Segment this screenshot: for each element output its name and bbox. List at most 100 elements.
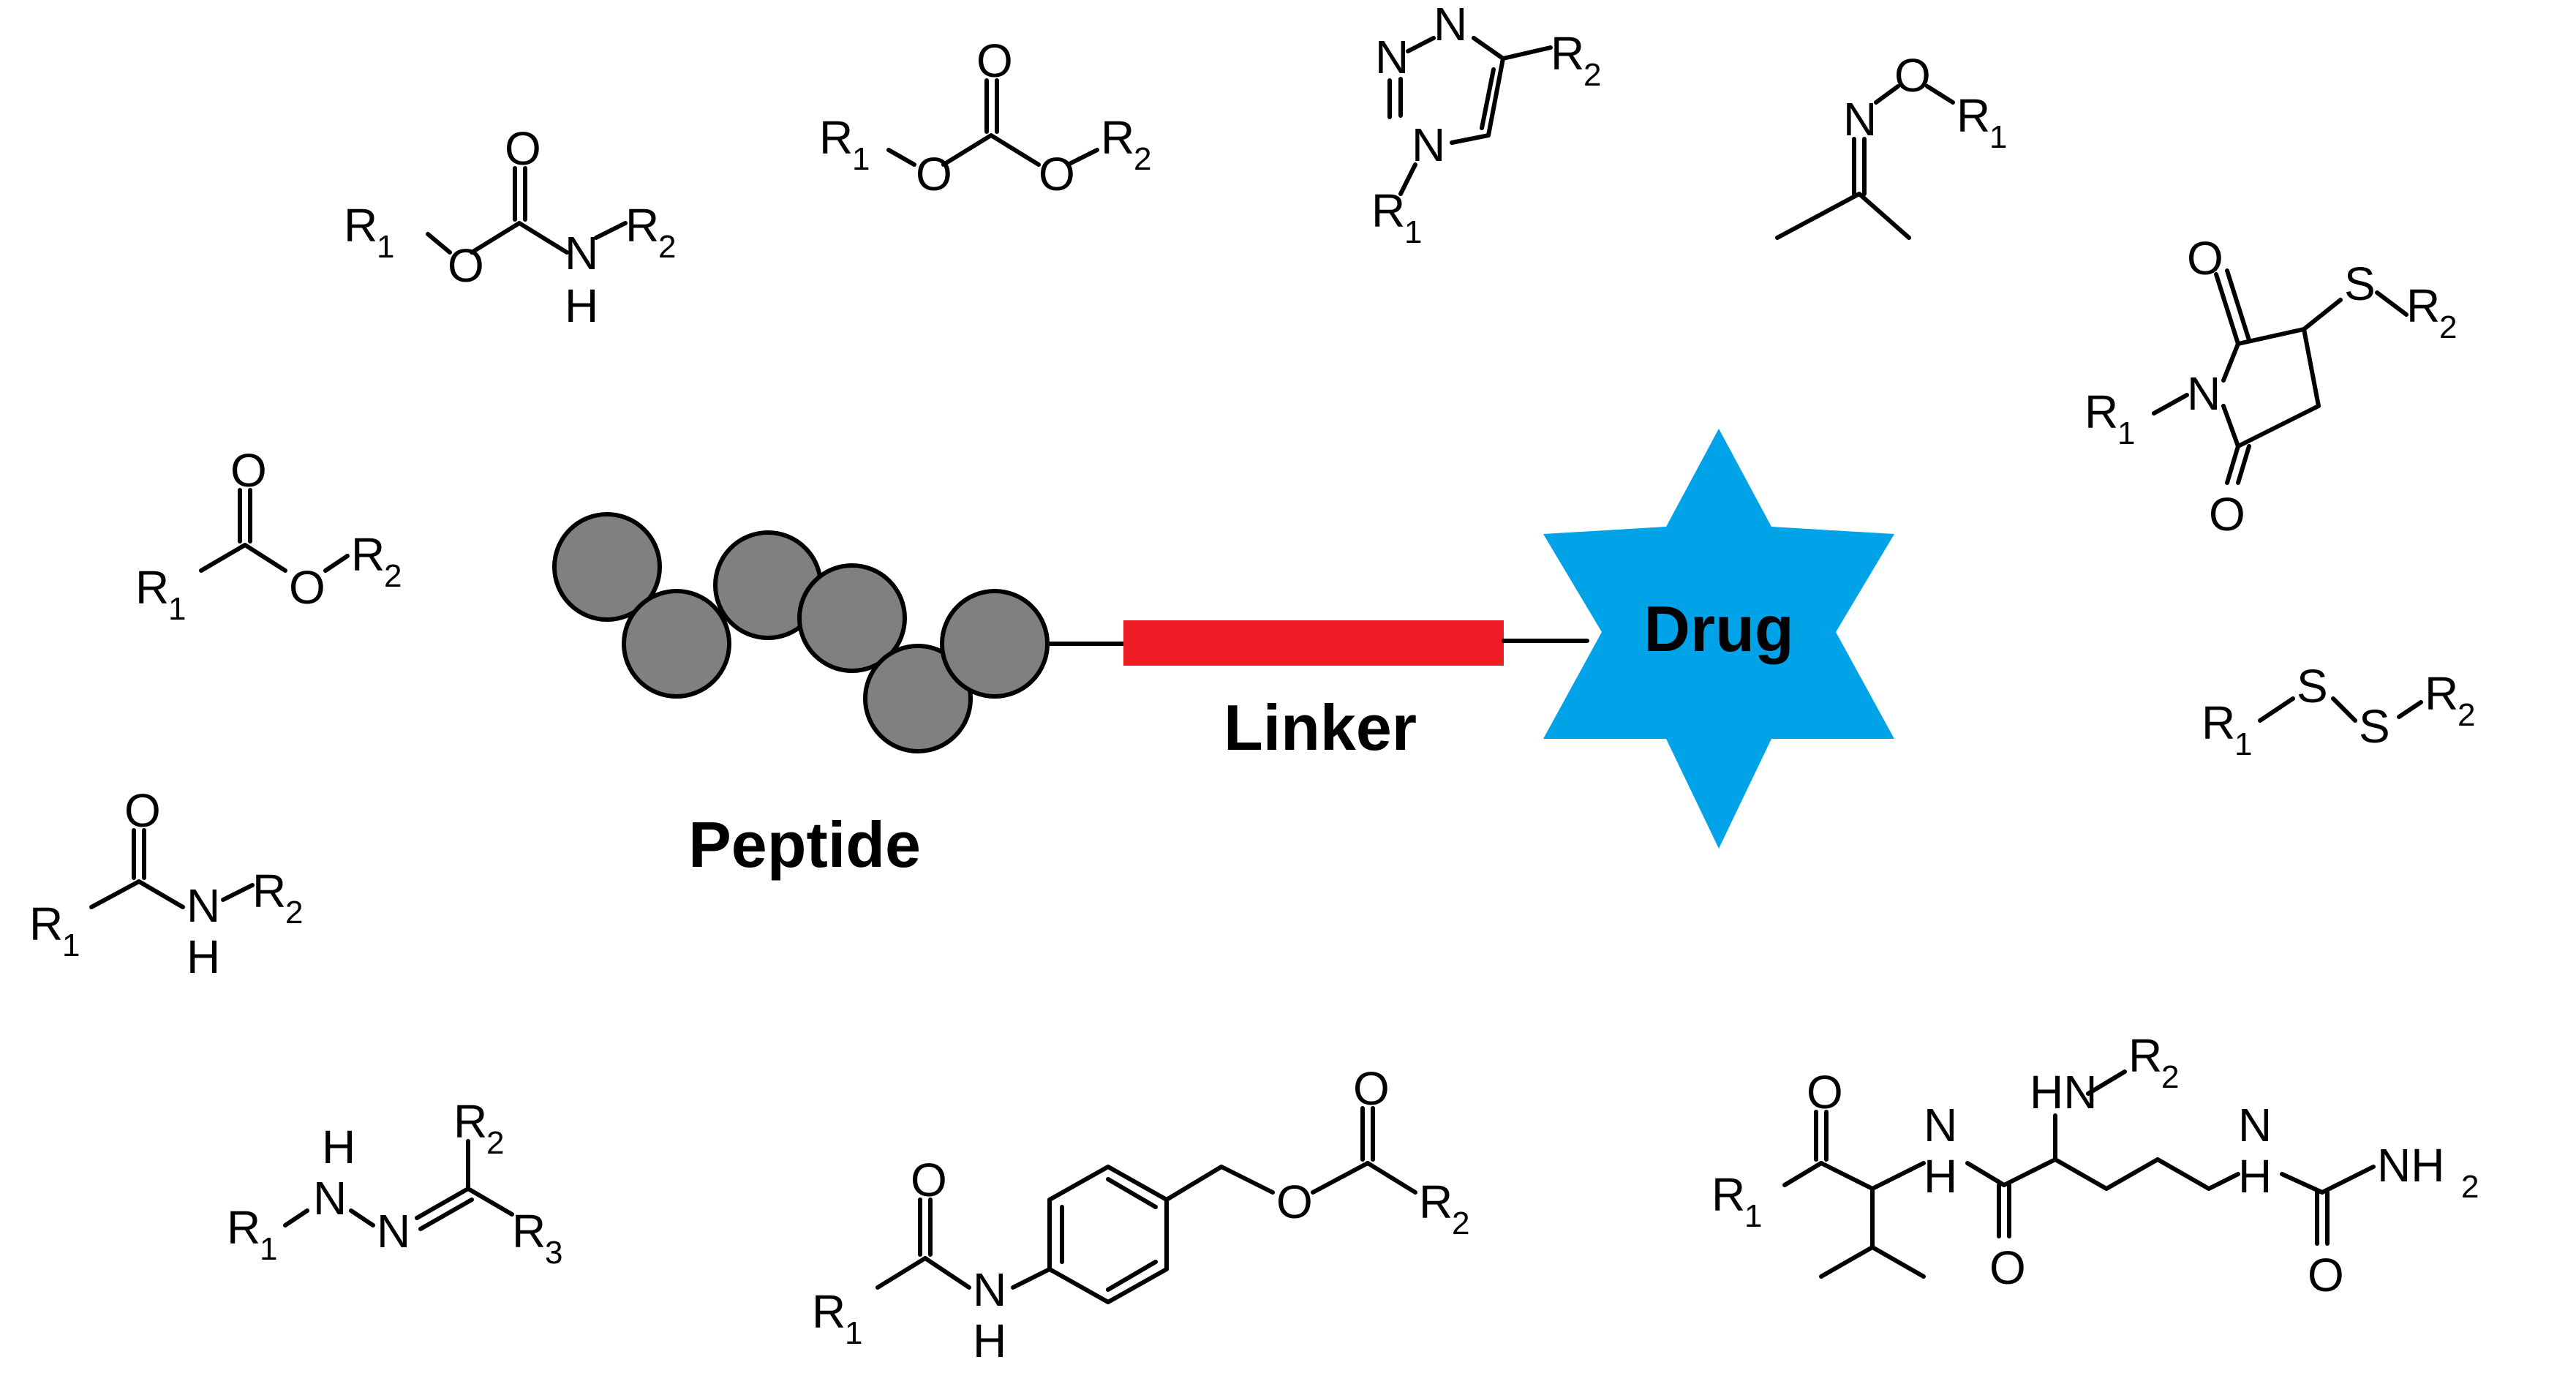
- atom-label: R: [453, 1095, 487, 1148]
- atom-label: R: [1957, 89, 1990, 142]
- atom-label: O: [2209, 488, 2245, 541]
- atom-label: O: [976, 34, 1013, 87]
- hydrazone-structure: R1 H N N R2 R3: [227, 1095, 562, 1271]
- disulfide-structure: R1 S S R2: [2202, 660, 2475, 762]
- pab-linker-structure: R1 O N H O O R2: [812, 1062, 1469, 1367]
- atom-label: O: [1276, 1176, 1313, 1228]
- atom-label: 2: [2161, 1059, 2179, 1095]
- linker-label: Linker: [1224, 691, 1417, 764]
- atom-label: 1: [2234, 726, 2252, 762]
- atom-label: O: [1039, 148, 1075, 200]
- atom-label: N: [2238, 1099, 2272, 1151]
- atom-label: 3: [545, 1235, 562, 1271]
- atom-label: S: [2344, 257, 2376, 310]
- atom-label: R: [2406, 279, 2440, 332]
- atom-label: 1: [62, 928, 80, 963]
- atom-label: R: [1551, 27, 1584, 80]
- peptide-bead: [622, 589, 731, 699]
- atom-label: N: [565, 227, 598, 279]
- atom-label: N: [1843, 93, 1877, 146]
- atom-label: R: [1101, 111, 1134, 164]
- peptide-bead: [797, 563, 907, 673]
- atom-label: R: [2128, 1029, 2162, 1082]
- atom-label: O: [505, 122, 541, 175]
- atom-label: 1: [1989, 119, 2007, 155]
- atom-label: O: [1894, 49, 1931, 102]
- atom-label: O: [1807, 1066, 1843, 1118]
- atom-label: H: [187, 930, 220, 983]
- atom-label: N: [1412, 119, 1445, 171]
- carbamate-structure: R1 O O N H R2: [344, 122, 676, 332]
- atom-label: S: [2359, 700, 2390, 753]
- atom-label: H: [1924, 1150, 1957, 1203]
- linker-bar: [1123, 620, 1504, 666]
- atom-label: O: [124, 784, 161, 837]
- atom-label: 1: [852, 141, 870, 177]
- atom-label: R: [1371, 184, 1405, 237]
- atom-label: R: [625, 199, 659, 252]
- atom-label: R: [344, 199, 377, 252]
- atom-label: N: [313, 1172, 347, 1225]
- atom-label: N: [973, 1263, 1006, 1316]
- peptide-bead: [940, 589, 1050, 699]
- atom-label: H: [565, 279, 598, 332]
- atom-label: R: [1711, 1168, 1745, 1221]
- atom-label: O: [1353, 1062, 1390, 1115]
- atom-label: O: [2308, 1249, 2344, 1301]
- atom-label: 2: [658, 229, 676, 265]
- atom-label: N: [1434, 0, 1467, 50]
- atom-label: 1: [845, 1315, 862, 1351]
- atom-label: N: [377, 1205, 410, 1257]
- amide-structure: R1 O N H R2: [29, 784, 303, 983]
- atom-label: 2: [1134, 141, 1151, 177]
- atom-label: 1: [1404, 214, 1422, 250]
- atom-label: H: [2238, 1150, 2272, 1203]
- atom-label: 1: [2117, 416, 2135, 451]
- atom-label: R: [819, 111, 853, 164]
- atom-label: R: [2202, 696, 2235, 749]
- atom-label: 2: [285, 895, 303, 930]
- atom-label: 2: [2461, 1169, 2479, 1205]
- atom-label: HN: [2030, 1066, 2097, 1118]
- atom-label: 1: [168, 591, 186, 627]
- atom-label: R: [512, 1205, 546, 1257]
- atom-label: R: [227, 1201, 260, 1254]
- atom-label: N: [187, 879, 220, 932]
- atom-label: O: [448, 239, 484, 292]
- atom-label: 2: [1583, 57, 1601, 93]
- drug-label: Drug: [1643, 593, 1793, 665]
- atom-label: R: [135, 561, 169, 614]
- atom-label: O: [916, 148, 952, 200]
- peptide-bead: [552, 512, 662, 622]
- atom-label: O: [230, 444, 267, 497]
- atom-label: 2: [1452, 1206, 1469, 1241]
- atom-label: R: [1419, 1176, 1453, 1228]
- atom-label: 2: [2439, 309, 2457, 345]
- ester-structure: R1 O O R2: [135, 444, 402, 627]
- atom-label: R: [29, 898, 63, 950]
- drug-star: [1543, 429, 1894, 849]
- atom-label: O: [911, 1154, 947, 1206]
- atom-label: S: [2297, 660, 2328, 712]
- atom-label: O: [1989, 1241, 2026, 1294]
- atom-label: O: [289, 561, 325, 614]
- atom-label: R: [252, 865, 286, 917]
- atom-label: N: [2187, 367, 2221, 420]
- atom-label: H: [973, 1315, 1006, 1367]
- atom-label: N: [1924, 1099, 1957, 1151]
- atom-label: 2: [384, 558, 402, 594]
- atom-label: O: [2187, 232, 2223, 285]
- triazole-structure: N N N R2 R1: [1371, 0, 1601, 250]
- atom-label: H: [322, 1121, 355, 1173]
- atom-label: 1: [377, 229, 394, 265]
- atom-label: 1: [1744, 1198, 1762, 1234]
- oxime-structure: N O R1: [1775, 49, 2007, 240]
- peptide-chain: [552, 512, 1126, 753]
- atom-label: R: [2425, 667, 2458, 720]
- peptide-label: Peptide: [688, 808, 921, 881]
- peptide-bead: [863, 644, 973, 753]
- atom-label: 2: [486, 1125, 504, 1161]
